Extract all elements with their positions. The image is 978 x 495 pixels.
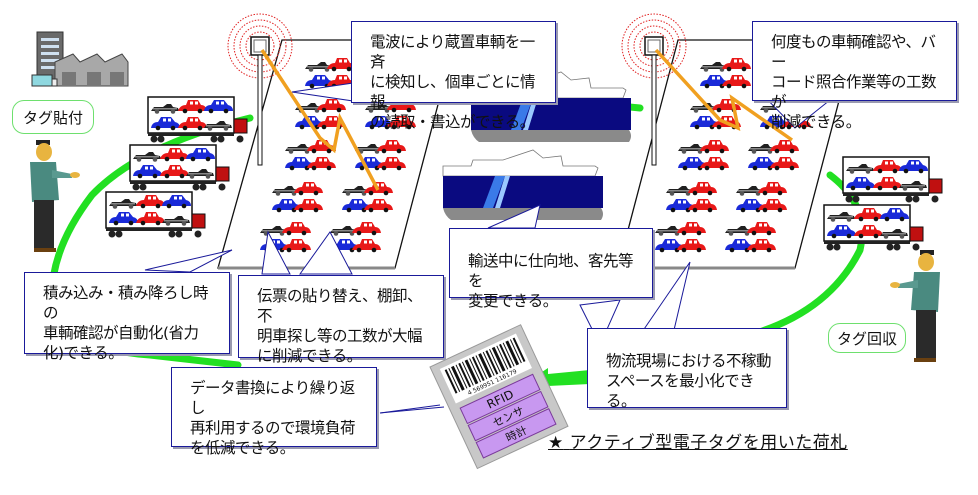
callout-reuse-environment: データ書換により繰り返し 再利用するので環境負荷 を低減できる。	[171, 367, 377, 457]
callout-transit-change: 輸送中に仕向地、客先等を 変更できる。	[449, 228, 653, 310]
car-transport-truck	[106, 192, 205, 238]
read-beams	[260, 48, 794, 191]
car-carrier-ship-lower	[442, 149, 604, 221]
worker-attaching-tag	[30, 140, 80, 252]
active-rfid-tag: 4 569951 116179 RFID センサ 時計	[429, 324, 569, 470]
tag-module-sensor: センサ	[467, 390, 549, 442]
car-transport-truck	[843, 157, 942, 203]
star-icon: ★	[548, 433, 564, 453]
callout-space-minimization: 物流現場における不稼動 スペースを最小化できる。	[587, 328, 787, 410]
reuse-callout-pointer	[379, 406, 445, 414]
callout-slip-reduction: 伝票の貼り替え、棚卸、不 明車探し等の工数が大幅 に削減できる。	[238, 275, 444, 365]
diagram-caption: ★ アクティブ型電子タグを用いた荷札	[548, 428, 848, 453]
tag-module-clock: 時計	[475, 408, 557, 459]
car-transport-truck	[148, 97, 247, 143]
factory-icon	[31, 31, 129, 87]
bubble-tag-collect: タグ回収	[828, 323, 906, 353]
callout-loading-automation: 積み込み・積み降ろし時の 車輌確認が自動化(省力 化)できる。	[24, 272, 230, 362]
callout-read-write: 電波により蔵置車輌を一斉 に検知し、個車ごとに情報 の読取・書込ができる。	[351, 21, 556, 131]
bubble-tag-attach: タグ貼付	[12, 100, 94, 134]
callout-barcode-reduction: 何度もの車輌確認や、バー コード照合作業等の工数が 削減できる。	[752, 21, 957, 131]
callout-pointers	[144, 81, 832, 414]
barcode	[444, 337, 526, 394]
car-transport-truck	[130, 145, 229, 191]
car-transport-truck	[824, 205, 923, 251]
diagram-title: アクティブ型電子タグを用いた荷札	[569, 433, 848, 453]
